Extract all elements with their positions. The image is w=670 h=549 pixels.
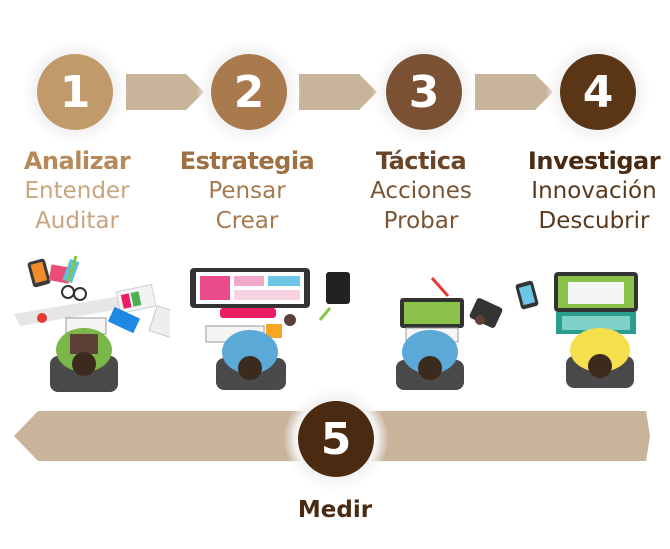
step-2-number: 2 bbox=[211, 54, 287, 130]
person-investigating-illustration bbox=[515, 272, 638, 388]
step-1-line-2: Auditar bbox=[35, 208, 119, 234]
step-5-number: 5 bbox=[298, 401, 374, 477]
step-4-text: Investigar Innovación Descubrir bbox=[509, 146, 670, 236]
step-1-line-1: Entender bbox=[24, 178, 130, 204]
arrow-2-to-3 bbox=[299, 74, 377, 110]
person-tactics-illustration bbox=[396, 277, 503, 390]
arrow-1-to-2 bbox=[126, 74, 204, 110]
step-4-badge: 4 bbox=[546, 40, 650, 144]
step-2-line-2: Crear bbox=[215, 208, 279, 234]
person-analyzing-illustration bbox=[14, 255, 170, 392]
step-3-number: 3 bbox=[386, 54, 462, 130]
step-5-label: Medir bbox=[297, 497, 373, 523]
step-1-badge: 1 bbox=[23, 40, 127, 144]
step-3-line-1: Acciones bbox=[370, 178, 472, 204]
step-1-text: Analizar Entender Auditar bbox=[0, 146, 162, 236]
step-4-number: 4 bbox=[560, 54, 636, 130]
step-4-line-2: Descubrir bbox=[538, 208, 650, 234]
step-5-badge: 5 bbox=[284, 387, 388, 491]
arrow-3-to-4 bbox=[475, 74, 553, 110]
step-1-number: 1 bbox=[37, 54, 113, 130]
step-4-title: Investigar bbox=[527, 147, 661, 175]
step-2-title: Estrategia bbox=[179, 147, 315, 175]
step-3-title: Táctica bbox=[375, 147, 467, 175]
step-2-line-1: Pensar bbox=[208, 178, 286, 204]
step-1-title: Analizar bbox=[23, 147, 131, 175]
step-3-line-2: Probar bbox=[383, 208, 459, 234]
step-3-badge: 3 bbox=[372, 40, 476, 144]
step-4-line-1: Innovación bbox=[531, 178, 657, 204]
step-2-badge: 2 bbox=[197, 40, 301, 144]
person-strategizing-illustration bbox=[190, 268, 350, 390]
step-2-text: Estrategia Pensar Crear bbox=[162, 146, 332, 236]
step-3-text: Táctica Acciones Probar bbox=[336, 146, 506, 236]
